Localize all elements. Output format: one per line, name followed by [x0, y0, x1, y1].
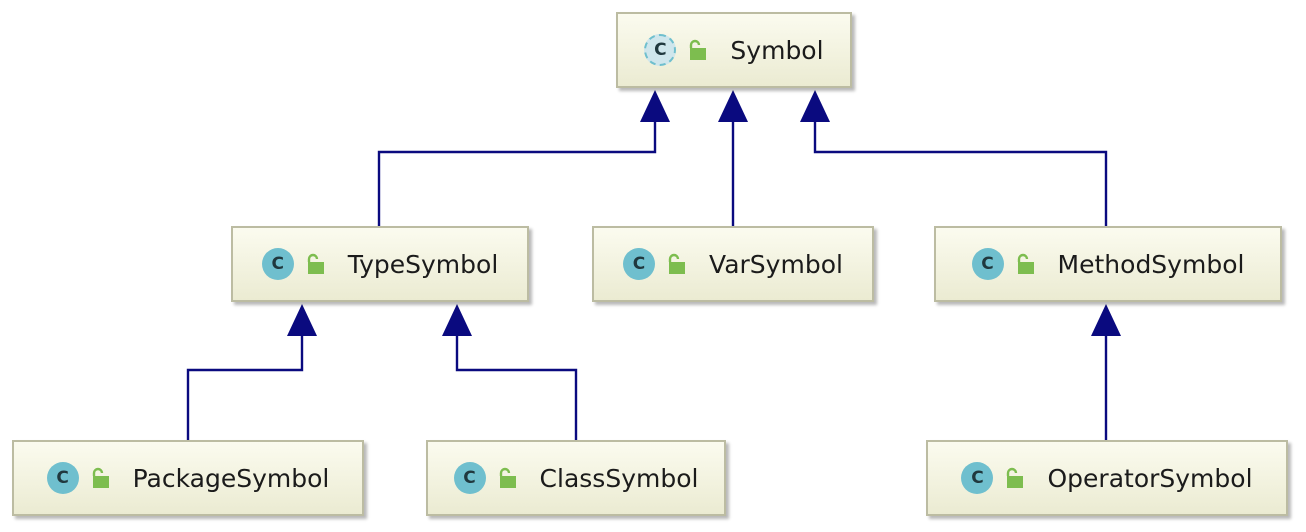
- public-icon: [668, 253, 686, 274]
- node-type-symbol[interactable]: C TypeSymbol: [231, 226, 529, 302]
- class-icon: C: [46, 462, 79, 494]
- class-icon: C: [971, 248, 1004, 280]
- node-package-symbol[interactable]: C PackageSymbol: [12, 440, 364, 516]
- public-icon: [1007, 467, 1024, 488]
- node-label: MethodSymbol: [1057, 249, 1245, 279]
- arrowhead-package-symbol-to-type-symbol: [287, 304, 317, 336]
- abstract-class-icon: C: [644, 34, 677, 66]
- arrowhead-var-symbol-to-symbol: [718, 90, 748, 122]
- edge-package-symbol-to-type-symbol: [186, 336, 304, 440]
- public-icon: [307, 253, 324, 274]
- node-symbol[interactable]: C Symbol: [616, 12, 852, 88]
- public-icon: [499, 467, 516, 488]
- node-label: VarSymbol: [709, 249, 843, 279]
- class-icon: C: [623, 248, 656, 280]
- public-icon: [92, 467, 109, 488]
- node-label: PackageSymbol: [132, 463, 330, 493]
- class-icon: C: [961, 462, 994, 494]
- node-label: Symbol: [730, 35, 824, 65]
- node-var-symbol[interactable]: C VarSymbol: [592, 226, 874, 302]
- public-icon: [690, 39, 707, 60]
- node-label: ClassSymbol: [539, 463, 699, 493]
- edge-type-symbol-to-symbol: [377, 122, 657, 226]
- edge-class-symbol-to-type-symbol: [455, 336, 578, 440]
- edge-method-symbol-to-symbol: [813, 122, 1108, 226]
- arrowhead-operator-symbol-to-method-symbol: [1091, 304, 1121, 336]
- public-icon: [1017, 253, 1034, 274]
- arrowhead-type-symbol-to-symbol: [640, 90, 670, 122]
- node-method-symbol[interactable]: C MethodSymbol: [934, 226, 1282, 302]
- class-icon: C: [453, 462, 486, 494]
- node-operator-symbol[interactable]: C OperatorSymbol: [926, 440, 1288, 516]
- node-label: OperatorSymbol: [1047, 463, 1253, 493]
- class-icon: C: [261, 248, 294, 280]
- arrowhead-class-symbol-to-type-symbol: [442, 304, 472, 336]
- arrowhead-method-symbol-to-symbol: [800, 90, 830, 122]
- node-class-symbol[interactable]: C ClassSymbol: [426, 440, 726, 516]
- node-label: TypeSymbol: [347, 249, 499, 279]
